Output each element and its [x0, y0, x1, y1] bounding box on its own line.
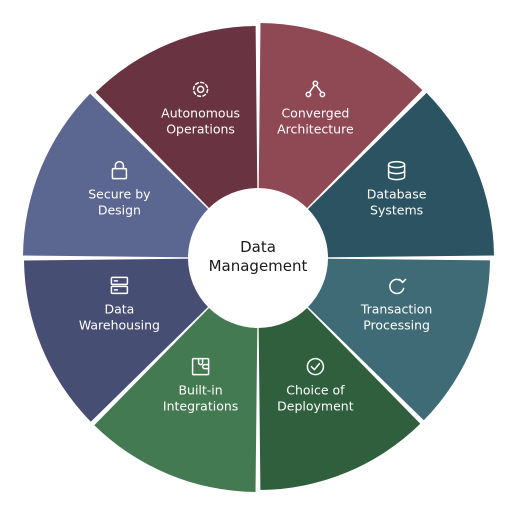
- center-hub-backdrop: [188, 188, 328, 328]
- segment-label-choice-of-deployment-line-2: Deployment: [277, 399, 354, 414]
- lock-icon: [111, 160, 128, 180]
- segment-label-converged-architecture-line-2: Architecture: [277, 121, 354, 136]
- server-rack-icon: [110, 276, 129, 295]
- segment-label-autonomous-operations-line-2: Operations: [166, 121, 235, 136]
- database-icon: [387, 160, 406, 181]
- segments: ConvergedArchitectureDatabaseSystemsTran…: [23, 23, 494, 492]
- segment-label-autonomous-operations-line-1: Autonomous: [161, 105, 240, 120]
- center-hub-dashed-ring: [193, 193, 323, 323]
- segment-label-built-in-integrations-line-1: Built-in: [178, 383, 222, 398]
- segment-label-data-warehousing-line-1: Data: [104, 301, 134, 316]
- segment-label-choice-of-deployment-line-1: Choice of: [286, 383, 345, 398]
- segment-shape-database-systems: [302, 92, 494, 258]
- segment-shape-converged-architecture: [258, 23, 423, 214]
- network-nodes-icon: [305, 80, 326, 98]
- segment-label-secure-by-design-line-1: Secure by: [88, 187, 151, 202]
- segment-shape-transaction-processing: [302, 258, 490, 421]
- checkmark-circle-icon: [306, 357, 325, 376]
- segment-label-database-systems-line-2: Systems: [370, 203, 423, 218]
- segment-label-secure-by-design-line-2: Design: [98, 203, 141, 218]
- segment-label-built-in-integrations-line-2: Integrations: [163, 399, 238, 414]
- segment-label-transaction-processing-line-2: Processing: [363, 317, 430, 332]
- segment-label-database-systems-line-1: Database: [367, 187, 427, 202]
- center-label-line-2: Management: [209, 257, 308, 275]
- segment-shape-built-in-integrations: [94, 302, 258, 492]
- center-label-line-1: Data: [240, 238, 276, 256]
- segment-label-data-warehousing-line-2: Warehousing: [79, 317, 160, 332]
- segment-shape-autonomous-operations: [95, 26, 258, 214]
- segment-shape-data-warehousing: [24, 258, 214, 422]
- segment-label-converged-architecture-line-1: Converged: [281, 105, 349, 120]
- segment-shape-choice-of-deployment: [258, 302, 421, 490]
- refresh-icon: [389, 278, 407, 295]
- segment-label-transaction-processing-line-1: Transaction: [360, 301, 433, 316]
- puzzle-icon: [191, 357, 210, 376]
- segment-shape-secure-by-design: [23, 93, 214, 258]
- center-hub: Data Management: [188, 188, 328, 328]
- gear-icon: [192, 81, 209, 98]
